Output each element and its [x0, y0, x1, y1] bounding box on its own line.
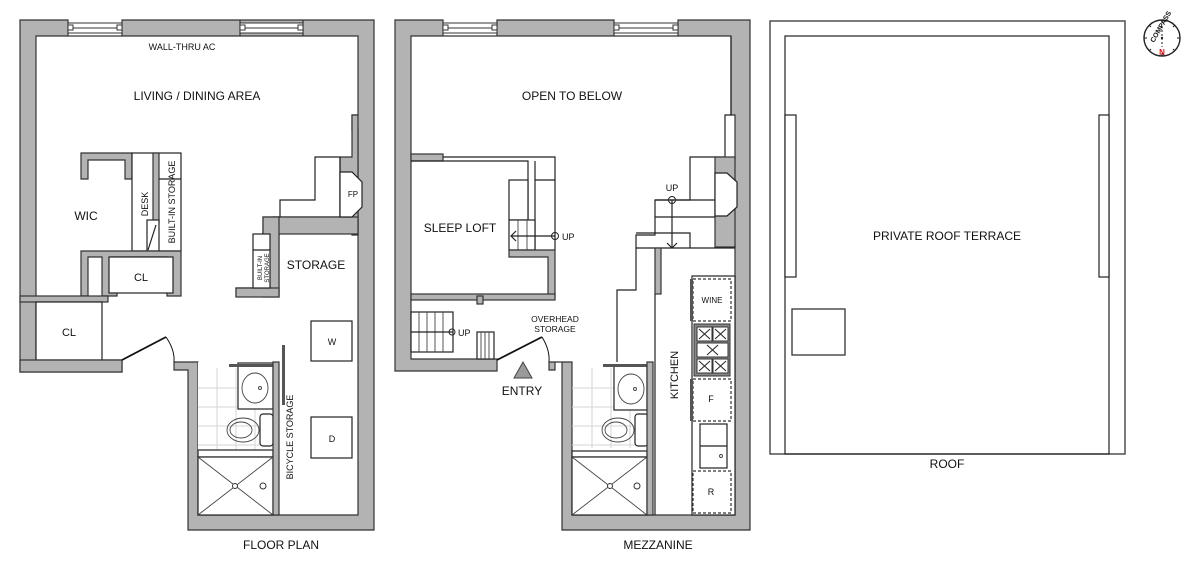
entry-door-arc	[541, 336, 550, 363]
fireplace-label: FP	[348, 190, 358, 199]
door-swing	[121, 336, 167, 361]
window	[442, 22, 498, 34]
entry-door-swing	[496, 336, 543, 361]
floor-plan-title: FLOOR PLAN	[243, 538, 319, 552]
wic-shelf	[80, 152, 133, 180]
bathroom-mezzanine	[571, 364, 649, 516]
sleep-loft-label: SLEEP LOFT	[424, 221, 497, 235]
desk-divider	[152, 152, 160, 224]
private-roof-terrace-label: PRIVATE ROOF TERRACE	[873, 229, 1021, 243]
kitchen-label: KITCHEN	[669, 351, 681, 399]
open-to-below-label: OPEN TO BELOW	[522, 89, 623, 103]
floor-plan-level: WALL-THRU AC LIVING / DINING AREA WIC DE…	[19, 19, 375, 552]
loft-wall-top	[410, 153, 444, 162]
stair-outline	[279, 156, 340, 217]
roof-bulkhead-left	[784, 114, 797, 278]
closet-label: CL	[134, 272, 148, 284]
builtin-storage-label: BUILT-IN STORAGE	[167, 161, 177, 244]
chimney-cap	[714, 172, 738, 217]
wine-fridge	[692, 278, 732, 322]
desk-label: DESK	[140, 192, 150, 217]
builtin-storage-2-label-line2: STORAGE	[265, 253, 271, 282]
loft-stair	[508, 219, 536, 251]
stair-treads	[636, 199, 735, 249]
wall-ac-label: WALL-THRU AC	[149, 42, 216, 52]
storage-label: STORAGE	[287, 258, 345, 272]
mezzanine-exterior-wall	[394, 19, 751, 531]
closet	[108, 256, 174, 294]
bathroom-floor-plan	[197, 362, 275, 516]
fireplace	[339, 171, 363, 218]
window	[613, 22, 679, 34]
fridge-label: F	[708, 394, 714, 404]
mezzanine-title: MEZZANINE	[623, 538, 692, 552]
bath-partition	[272, 361, 280, 516]
wic-label: WIC	[74, 209, 98, 223]
wall-stub	[476, 295, 484, 305]
roof-bulkhead-right	[1098, 114, 1110, 278]
builtin-storage-small	[252, 233, 271, 289]
dryer	[310, 416, 353, 459]
up-label-main-stair: UP	[666, 183, 679, 193]
overhead-storage-label-line1: OVERHEAD	[531, 314, 579, 324]
bicycle-rail	[282, 345, 285, 405]
up-label-lower-stair: UP	[458, 328, 471, 338]
roof-inner-line	[784, 35, 1110, 455]
roof-level: PRIVATE ROOF TERRACE ROOF	[769, 20, 1126, 471]
up-marker	[668, 196, 676, 204]
door-arc	[165, 336, 175, 363]
roof-title: ROOF	[930, 457, 965, 471]
entry-triangle-icon	[513, 360, 533, 379]
front-wall-left	[19, 359, 123, 373]
loft-wall-bottom	[508, 249, 556, 297]
mezzanine-level: OPEN TO BELOW SLEEP LOFT UP UP UP OVERHE…	[394, 19, 751, 552]
loft-stair-top	[508, 179, 529, 221]
range	[692, 470, 732, 514]
living-dining-label: LIVING / DINING AREA	[134, 89, 261, 103]
washer-label: W	[328, 337, 337, 347]
window	[67, 22, 123, 34]
compass-north-label: N	[1159, 48, 1165, 57]
builtin-storage-2-label-line1: BUILT-IN	[258, 256, 264, 280]
overhead-storage-label-line2: STORAGE	[534, 324, 576, 334]
dryer-label: D	[329, 434, 336, 444]
cooktop-icon	[693, 323, 731, 377]
wine-label: WINE	[702, 296, 723, 305]
roof-hatch	[791, 308, 846, 356]
stair-arrow	[666, 242, 678, 249]
bath-partition	[646, 361, 654, 516]
bicycle-storage-label: BICYCLE STORAGE	[285, 395, 295, 480]
builtin-ledge-wall	[235, 287, 280, 298]
cl-top-wall	[19, 295, 109, 303]
compass-icon: COMPASS N	[1143, 10, 1181, 57]
kitchen-partition-top	[654, 247, 662, 295]
range-label: R	[708, 487, 715, 497]
fridge	[692, 378, 732, 422]
window	[239, 22, 304, 34]
closet-2	[35, 301, 103, 361]
up-label-loft: UP	[562, 232, 575, 242]
small-stair	[476, 331, 495, 360]
washer	[310, 320, 353, 362]
entry-label: ENTRY	[502, 384, 542, 398]
closet-2-label: CL	[62, 327, 76, 339]
